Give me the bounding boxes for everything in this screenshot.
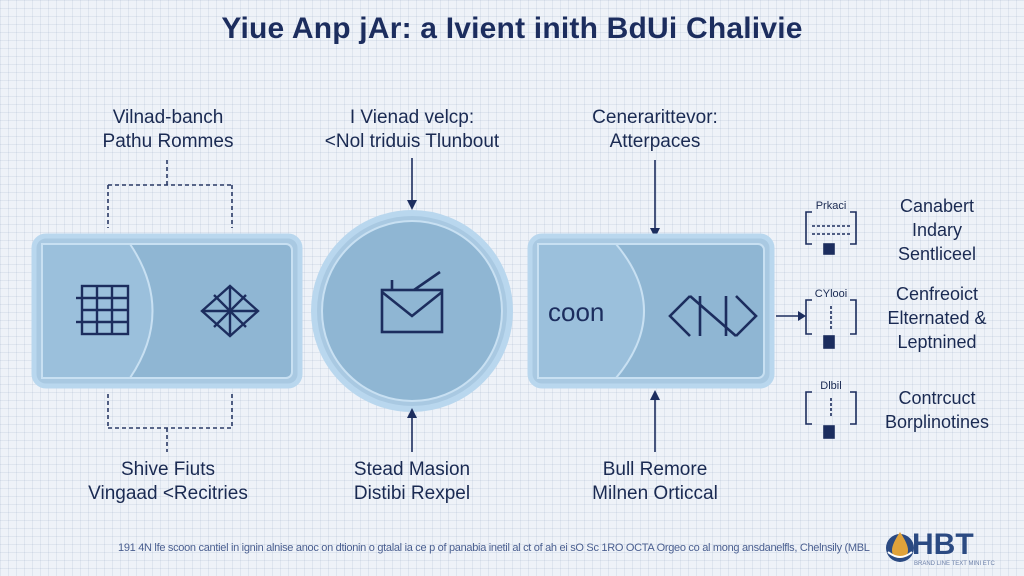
grid-icon — [76, 284, 130, 336]
center-bottom-arrowhead — [407, 408, 417, 418]
label-line: I Vienad velcp: — [349, 107, 475, 128]
label-line: Borplinotines — [884, 412, 990, 432]
page-title: Yiue Anp jAr: a Ivient inith BdUi Chaliv… — [221, 12, 803, 45]
label-line: Cenerarittevor: — [592, 107, 718, 128]
top-label-center: I Vienad velcp: <Nol triduis Tlunbout — [290, 106, 534, 154]
label-line: Elternated & — [887, 308, 987, 328]
diamond-cross-icon — [200, 284, 260, 338]
label-line: Atterpaces — [609, 131, 701, 152]
node-mini-label: Dlbil — [820, 380, 842, 392]
angle-bracket-icon — [668, 295, 758, 337]
label-line: Leptnined — [897, 332, 977, 352]
label-line: Vingaad <Recitries — [88, 483, 248, 504]
label-line: Stead Masion — [353, 459, 471, 480]
center-circle-node — [311, 210, 513, 412]
brand-logo-text: HBT — [912, 528, 974, 561]
left-bottom-dashed-bracket — [107, 394, 233, 452]
brand-subtext: BRAND LINE TEXT MINI ETC — [914, 561, 995, 567]
top-label-right: Cenerarittevor: Atterpaces — [540, 106, 770, 154]
label-line: Cenfreoict — [895, 284, 979, 304]
label-line: <Nol triduis Tlunbout — [324, 131, 500, 152]
envelope-icon — [380, 270, 444, 334]
center-top-arrowhead — [407, 200, 417, 210]
top-label-left: Vilnad-banch Pathu Rommes — [52, 106, 284, 154]
right-bottom-arrowhead — [650, 390, 660, 400]
bracket-node-icon — [805, 299, 857, 349]
label-line: Pathu Rommes — [102, 131, 234, 152]
drop-logo-icon — [886, 532, 914, 562]
right-out-arrowhead — [798, 311, 806, 321]
label-line: Shive Fiuts — [121, 459, 215, 480]
label-line: Indary — [911, 220, 963, 240]
label-line: Canabert — [899, 196, 975, 216]
bracket-node-icon — [805, 211, 857, 255]
node-mini-label: CYlooi — [814, 288, 848, 300]
right-node-text: Cenfreoict Elternated & Leptnined — [862, 282, 1012, 354]
label-line: Contrcuct — [898, 388, 976, 408]
bottom-label-right: Bull Remore Milnen Orticcal — [540, 458, 770, 506]
right-node-text: Contrcuct Borplinotines — [862, 386, 1012, 434]
bracket-node-icon — [805, 391, 857, 439]
label-line: Bull Remore — [602, 459, 708, 480]
label-line: Vilnad-banch — [112, 107, 224, 128]
right-node-text: Canabert Indary Sentliceel — [862, 194, 1012, 266]
right-panel — [527, 233, 775, 389]
label-line: Milnen Orticcal — [592, 483, 718, 504]
node-mini-label: Prkaci — [815, 200, 847, 212]
label-line: Sentliceel — [897, 244, 977, 264]
footer-text: 191 4N lfe scoon cantiel in ignin alnise… — [118, 542, 870, 554]
left-panel — [31, 233, 303, 389]
left-top-dashed-bracket — [107, 160, 233, 228]
label-line: Distibi Rexpel — [353, 483, 471, 504]
bottom-label-left: Shive Fiuts Vingaad <Recitries — [52, 458, 284, 506]
right-top-arrowhead — [650, 228, 660, 238]
bottom-label-center: Stead Masion Distibi Rexpel — [290, 458, 534, 506]
right-panel-label: coon — [548, 297, 605, 327]
